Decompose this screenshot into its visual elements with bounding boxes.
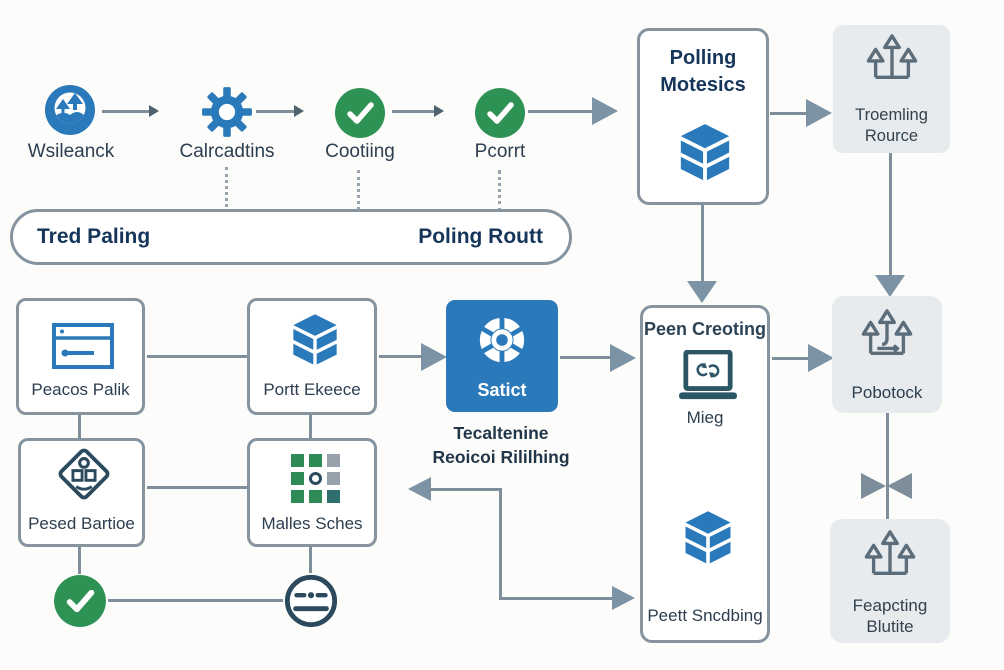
dotted-connector (225, 167, 228, 207)
connector-line (701, 205, 704, 283)
box-label: Peacos Palik (31, 380, 130, 399)
malles-sches-box: Malles Sches (247, 438, 377, 547)
valve-icon (861, 473, 886, 499)
arrowhead (612, 586, 635, 610)
grid-cell (327, 490, 340, 503)
connector-line (560, 356, 612, 359)
merge-arrows-icon (860, 306, 914, 367)
grid-cell (291, 454, 304, 467)
connector-line (256, 110, 296, 113)
valve-icon (887, 473, 912, 499)
arrowhead (592, 97, 618, 125)
box-bottom-label: Peett Sncdbing (647, 606, 763, 625)
face-icon (283, 573, 339, 634)
connector-line (770, 112, 808, 115)
arrowhead (294, 105, 304, 117)
connector-line (78, 415, 81, 438)
connector-line (889, 153, 892, 277)
peen-creoting-box: Peen Creoting Mieg (640, 305, 770, 643)
wheel-icon (475, 313, 529, 372)
step-label: Cootiing (325, 141, 395, 162)
arrowhead (610, 344, 636, 372)
box-label: Feapcting Blutite (852, 596, 928, 636)
dotted-connector (498, 170, 501, 212)
portt-ekeece-box: Portt Ekeece (247, 298, 377, 415)
connector-line (499, 488, 502, 599)
grid-icon (291, 454, 340, 503)
check-circle-icon (334, 87, 386, 144)
dotted-connector (357, 170, 360, 210)
connector-line (886, 413, 889, 519)
arrowhead (806, 99, 832, 127)
satict-box: Satict (446, 300, 558, 412)
box-title: Peen Creoting (643, 319, 767, 339)
connector-line (379, 355, 423, 358)
box-label: Portt Ekeece (263, 380, 361, 399)
box-label: Pobotock (851, 383, 923, 402)
step-label: Pcorrt (474, 141, 526, 162)
grid-cell (327, 472, 340, 485)
box-label: Troemling Rource (855, 106, 928, 145)
laptop-sync-icon (676, 349, 740, 409)
grid-cell (291, 490, 304, 503)
grid-cell (309, 490, 322, 503)
arrowhead (875, 275, 905, 297)
arrowhead (408, 477, 431, 501)
arrowhead (421, 343, 447, 371)
pill-left-label: Tred Paling (37, 225, 151, 248)
laptop-label: Mieg (686, 408, 724, 427)
check-circle-icon (474, 87, 526, 144)
diamond-reader-icon (57, 447, 111, 506)
cube-stack-icon (681, 510, 735, 575)
connector-line (392, 110, 436, 113)
pobotock-box: Pobotock (832, 296, 942, 413)
feapcting-blutite-box: Feapcting Blutite (830, 519, 950, 643)
troemling-rource-box: Troemling Rource (833, 25, 950, 153)
step-label: Calrcadtins (179, 141, 275, 162)
peacos-palik-box: Peacos Palik (16, 298, 145, 415)
satict-caption: Tecaltenine Reoicoi Rililhing (432, 423, 570, 467)
connector-line (147, 355, 247, 358)
connector-line (78, 547, 81, 574)
grid-cell (309, 472, 322, 485)
cube-stack-icon (289, 313, 341, 376)
connector-line (309, 547, 312, 573)
cube-stack-icon (676, 123, 734, 192)
box-label: Pesed Bartioe (28, 514, 135, 533)
connector-line (429, 488, 502, 491)
grid-cell (309, 454, 322, 467)
connector-line (528, 110, 594, 113)
connector-line (309, 415, 312, 438)
grid-cell (291, 472, 304, 485)
box-title: Polling Motesics (660, 47, 746, 96)
box-label: Satict (477, 380, 527, 400)
arrowhead (808, 344, 834, 372)
connector-line (499, 597, 614, 600)
step-label: Wsileanck (27, 141, 115, 162)
pill-banner: Tred Paling Poling Routt (10, 209, 572, 265)
gear-icon (201, 86, 253, 143)
connector-line (108, 599, 283, 602)
branch-up-arrows-icon (863, 529, 917, 586)
connector-line (147, 486, 247, 489)
form-arrow-icon (52, 323, 114, 374)
arrowhead (687, 281, 717, 303)
analytics-circle-icon (44, 84, 96, 141)
connector-line (772, 357, 810, 360)
grid-cell (327, 454, 340, 467)
pill-right-label: Poling Routt (418, 225, 543, 248)
arrowhead (434, 105, 444, 117)
polling-motesics-box: Polling Motesics (637, 28, 769, 205)
arrowhead (149, 105, 159, 117)
connector-line (102, 110, 150, 113)
check-circle-icon (53, 574, 107, 633)
branch-up-arrows-icon (865, 33, 919, 90)
pesed-bartioe-box: Pesed Bartioe (18, 438, 145, 547)
box-label: Malles Sches (261, 514, 363, 533)
